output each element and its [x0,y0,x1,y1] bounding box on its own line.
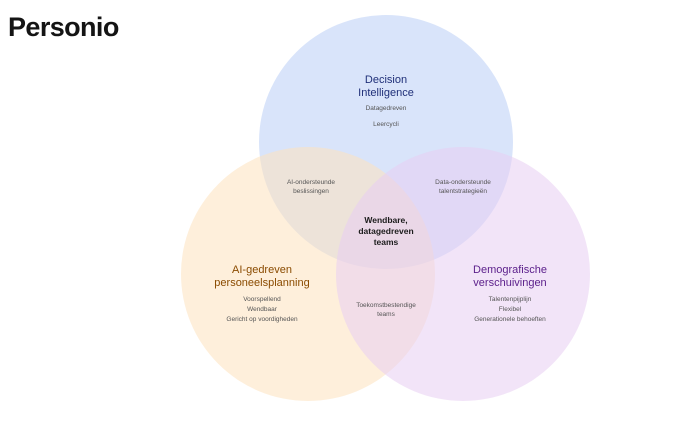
overlap-left-right-line2: teams [377,311,395,318]
center-line2: datagedreven [358,226,414,236]
right-circle-items: Talentenpijplijn Flexibel Generationele … [474,295,546,325]
top-title-line1: Decision [364,74,408,86]
left-circle-items: Voorspellend Wendbaar Gericht op voordig… [226,295,297,325]
right-item-1: Talentenpijplijn [488,296,532,303]
circle-demographic-shifts [336,147,590,401]
overlap-top-right-line1: Data-ondersteunde [435,179,491,186]
right-title-line1: Demografische [473,264,547,276]
left-title-line2: personeelsplanning [214,277,310,289]
center-line3: teams [373,237,399,247]
top-item-2: Leercycli [373,121,399,128]
overlap-top-right-line2: talentstrategieën [438,188,488,195]
overlap-top-left-line1: AI-ondersteunde [286,179,336,186]
top-title-line2: Intelligence [358,87,414,99]
overlap-top-left-line2: beslissingen [293,188,329,195]
right-item-3: Generationele behoeften [474,316,546,323]
overlap-left-right: Toekomstbestendige teams [356,301,416,319]
personio-logo: Personio [8,12,119,42]
right-title-line2: verschuivingen [473,277,547,289]
left-item-2: Wendbaar [247,306,277,313]
center-overlap: Wendbare, datagedreven teams [358,215,413,248]
top-circle-title: Decision Intelligence [358,74,414,100]
top-circle-items: Datagedreven Leercycli [366,104,407,130]
right-item-2: Flexibel [498,306,522,313]
left-item-1: Voorspellend [243,296,281,303]
right-circle-title: Demografische verschuivingen [473,264,547,290]
center-line1: Wendbare, [364,215,408,225]
overlap-top-right: Data-ondersteunde talentstrategieën [435,178,491,196]
overlap-left-right-line1: Toekomstbestendige [356,302,416,309]
left-item-3: Gericht op voordigheden [226,316,298,323]
left-title-line1: AI-gedreven [232,264,292,276]
overlap-top-left: AI-ondersteunde beslissingen [287,178,335,196]
top-item-1: Datagedreven [365,105,407,112]
left-circle-title: AI-gedreven personeelsplanning [214,264,309,290]
